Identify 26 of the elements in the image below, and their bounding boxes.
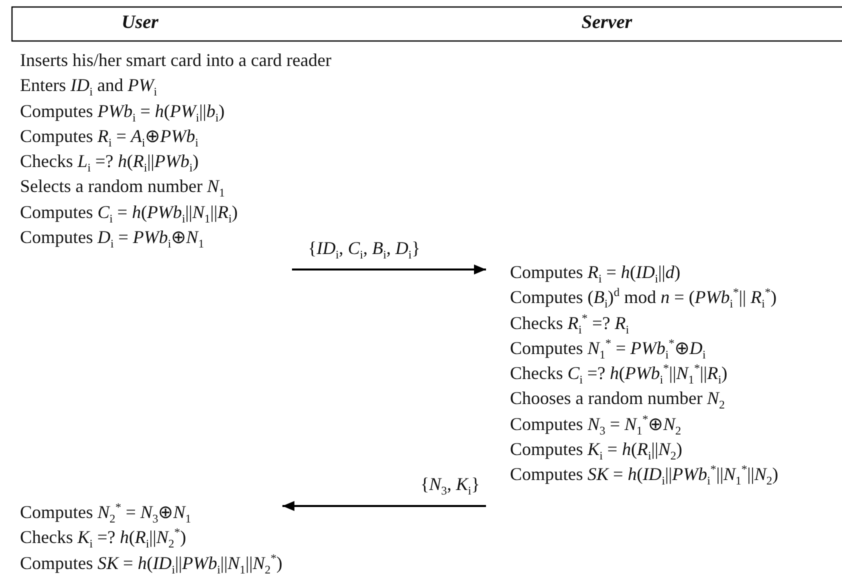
step-text: Checks R$_{i}$$^{*}$ =? R$_{i}$ bbox=[510, 310, 629, 336]
step-text: Chooses a random number N$_{2}$ bbox=[510, 387, 725, 412]
step-text: Computes PWb$_{i}$ = h(PW$_{i}$||b$_{i}$) bbox=[20, 100, 225, 124]
step-text: Computes D$_{i}$ = PWb$_{i}$⊕N$_{1}$ bbox=[20, 226, 204, 250]
step-text: Computes SK = h(ID$_{i}$||PWb$_{i}$||N$_{1}$||N$_{2}$$^{*}$) bbox=[20, 550, 282, 576]
step-text: Enters ID$_{i}$ and PW$_{i}$ bbox=[20, 74, 157, 99]
step-text: Computes K$_{i}$ = h(R$_{i}$||N$_{2}$) bbox=[510, 438, 682, 462]
step-text: Selects a random number N$_{1}$ bbox=[20, 175, 225, 200]
step-text: Checks L$_{i}$ =? h(R$_{i}$||PWb$_{i}$) bbox=[20, 150, 199, 174]
step-text: Computes SK = h(ID$_{i}$||PWb$_{i}$$^{*}$||N$_{1}$$^{*}$||N$_{2}$) bbox=[510, 462, 778, 488]
arrow bbox=[282, 501, 486, 511]
step-text: Computes R$_{i}$ = h(ID$_{i}$||d) bbox=[510, 261, 680, 286]
arrow bbox=[292, 264, 486, 274]
step-text: Computes C$_{i}$ = h(PWb$_{i}$||N$_{1}$||R$_{i}$) bbox=[20, 200, 238, 226]
column-heading: User bbox=[122, 12, 158, 34]
step-text: Computes N$_{2}$$^{*}$ = N$_{3}$⊕N$_{1}$ bbox=[20, 500, 192, 526]
step-text: Computes (B$_{i}$)$^{d}$ mod n = (PWb$_{i}$$^{*}$|| R$_{i}$$^{*}$) bbox=[510, 285, 777, 311]
step-text: Checks C$_{i}$ =? h(PWb$_{i}$$^{*}$||N$_{1}$$^{*}$||R$_{i}$) bbox=[510, 361, 728, 386]
edge-label: {ID$_{i}$, C$_{i}$, B$_{i}$, D$_{i}$} bbox=[308, 237, 420, 259]
step-text: Checks K$_{i}$ =? h(R$_{i}$||N$_{2}$$^{*}$) bbox=[20, 525, 186, 551]
column-heading: Server bbox=[582, 12, 632, 34]
edge-label: {N$_{3}$, K$_{i}$} bbox=[420, 473, 480, 495]
step-text: Computes N$_{1}$$^{*}$ = PWb$_{i}$$^{*}$⊕D$_{i}$ bbox=[510, 336, 706, 362]
step-text: Computes R$_{i}$ = A$_{i}$⊕PWb$_{i}$ bbox=[20, 124, 198, 150]
step-text: Computes N$_{3}$ = N$_{1}$$^{*}$⊕N$_{2}$ bbox=[510, 412, 682, 438]
step-text: Inserts his/her smart card into a card reader bbox=[20, 49, 332, 72]
